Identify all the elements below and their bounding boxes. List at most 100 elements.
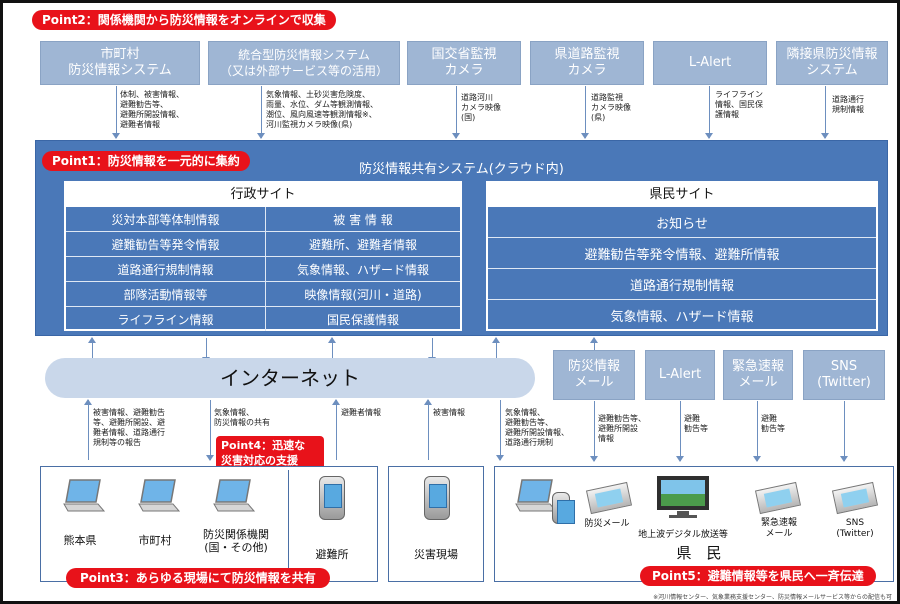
note-lower-1: 被害情報、避難勧告 等、避難所開設、避 難者情報、道路通行 規制等の報告 <box>93 408 165 447</box>
note-neighbor: 道路通行 規制情報 <box>832 95 864 114</box>
arrow-municipal <box>112 86 120 139</box>
site-disaster-scene: 災害現場 <box>414 548 458 561</box>
public-site-panel: 県民サイト お知らせ 避難勧告等発令情報、避難所情報 道路通行規制情報 気象情報… <box>486 181 878 331</box>
note-l-alert: ライフライン 情報、国民保 護情報 <box>715 90 763 119</box>
note-municipal: 体制、被害情報、 避難勧告等、 避難所開設情報、 避難者情報 <box>120 90 184 129</box>
arrow-up-2 <box>328 337 336 362</box>
arrow-lower-4 <box>424 399 432 460</box>
site-agency: 防災関係機関 (国・その他) <box>194 528 278 554</box>
public-row-2: 道路通行規制情報 <box>488 269 876 300</box>
point4-badge: Point4：迅速な 災害対応の支援 <box>216 436 324 470</box>
note-channel-2: 避難 勧告等 <box>684 414 708 433</box>
laptop-icon <box>515 479 558 512</box>
laptop-icon <box>213 479 256 512</box>
point4-line1: Point4：迅速な <box>221 439 306 452</box>
sharing-system-cloud: 防災情報共有システム(クラウド内) 行政サイト 災対本部等体制情報 避難勧告等発… <box>35 140 888 336</box>
point3-badge: Point3：あらゆる現場にて防災情報を共有 <box>66 568 330 588</box>
residents-title: 県 民 <box>676 544 722 562</box>
mobile-phone-icon <box>552 492 575 524</box>
arrow-up-3 <box>492 337 500 362</box>
note-lower-4: 被害情報 <box>433 408 465 417</box>
source-neighbor-line2: システム <box>806 63 858 78</box>
arrow-lower-5 <box>496 400 504 461</box>
source-pref-road-line1: 県道路監視 <box>554 47 620 62</box>
channel-bousai-mail: 防災情報 メール <box>553 350 635 400</box>
resident-bousai-mail: 防災メール <box>584 519 630 529</box>
arrow-neighbor <box>821 86 829 139</box>
site-agency-line1: 防災関係機関 <box>203 528 269 541</box>
arrow-up-1 <box>88 337 96 362</box>
point1-badge: Point1：防災情報を一元的に集約 <box>42 151 250 171</box>
point5-badge: Point5：避難情報等を県民へ一斉伝達 <box>640 566 876 586</box>
channel-bousai-mail-line2: メール <box>574 375 614 390</box>
arrow-pref-road <box>581 86 589 139</box>
channel-l-alert: L-Alert <box>645 350 715 400</box>
admin-left-3: 部隊活動情報等 <box>66 282 265 307</box>
smartphone-icon <box>424 476 450 520</box>
arrow-lower-2 <box>206 400 214 461</box>
admin-right-4: 国民保護情報 <box>326 312 399 327</box>
channel-l-alert-label: L-Alert <box>658 367 702 382</box>
arrow-up-channel <box>590 337 598 350</box>
note-mlit: 道路河川 カメラ映像 (国) <box>461 93 501 122</box>
note-channel-1: 避難勧告等、 避難所開設 情報 <box>598 414 646 443</box>
source-pref-road-line2: カメラ <box>567 63 607 78</box>
source-integrated-line1: 統合型防災情報システム <box>238 48 370 62</box>
resident-emergency-line2: メール <box>765 529 793 539</box>
resident-tv: 地上波デジタル放送等 <box>638 530 728 540</box>
laptop-icon <box>63 479 106 512</box>
source-l-alert-label: L-Alert <box>688 55 732 70</box>
source-integrated-system: 統合型防災情報システム （又は外部サービス等の活用） <box>208 41 400 85</box>
source-mlit-camera: 国交省監視 カメラ <box>407 41 521 85</box>
arrow-channel-2 <box>676 401 684 462</box>
internet-bar: インターネット <box>45 358 535 398</box>
source-municipal-system: 市町村 防災情報システム <box>40 41 200 85</box>
admin-site-panel: 行政サイト 災対本部等体制情報 避難勧告等発令情報 道路通行規制情報 部隊活動情… <box>64 181 462 331</box>
note-lower-3: 避難者情報 <box>341 408 381 417</box>
source-municipal-line2: 防災情報システム <box>68 63 172 78</box>
smartphone-icon <box>319 476 345 520</box>
laptop-icon <box>138 479 181 512</box>
public-row-0: お知らせ <box>488 207 876 238</box>
arrow-l-alert <box>705 86 713 139</box>
channel-sns: SNS (Twitter) <box>803 350 885 400</box>
source-mlit-line1: 国交省監視 <box>431 47 497 62</box>
point2-badge: Point2：関係機関から防災情報をオンラインで収集 <box>32 10 336 30</box>
arrow-mlit <box>452 86 460 139</box>
resident-emergency-mail: 緊急速報 メール <box>744 518 814 540</box>
channel-bousai-mail-line1: 防災情報 <box>567 359 620 374</box>
admin-left-1: 避難勧告等発令情報 <box>66 232 265 257</box>
source-pref-road-camera: 県道路監視 カメラ <box>530 41 644 85</box>
resident-sns-line1: SNS <box>845 518 865 528</box>
source-integrated-line2: （又は外部サービス等の活用） <box>219 64 388 78</box>
site-shelter: 避難所 <box>315 548 349 561</box>
point4-line2: 災害対応の支援 <box>221 454 298 467</box>
admin-right-2: 気象情報、ハザード情報 <box>266 257 460 282</box>
footnote: ※河川情報センター、気象業務支援センター、防災情報メールサービス等からの配信も可 <box>653 594 892 601</box>
admin-left-2: 道路通行規制情報 <box>66 257 265 282</box>
arrow-lower-3 <box>332 399 340 460</box>
source-mlit-line2: カメラ <box>444 63 484 78</box>
public-row-3: 気象情報、ハザード情報 <box>610 310 754 325</box>
resident-sns-line2: (Twitter) <box>836 529 874 539</box>
channel-emergency-mail: 緊急速報 メール <box>723 350 793 400</box>
channel-sns-line2: (Twitter) <box>817 375 871 390</box>
admin-right-1: 避難所、避難者情報 <box>266 232 460 257</box>
source-neighbor-system: 隣接県防災情報 システム <box>776 41 888 85</box>
source-l-alert: L-Alert <box>653 41 767 85</box>
arrow-channel-1 <box>590 401 598 462</box>
source-municipal-line1: 市町村 <box>100 47 140 62</box>
note-pref-road: 道路監視 カメラ映像 (県) <box>591 93 631 122</box>
admin-right-3: 映像情報(河川・道路) <box>266 282 460 307</box>
arrow-lower-1 <box>84 399 92 460</box>
site-agency-line2: (国・その他) <box>204 541 268 554</box>
channel-emergency-mail-line2: メール <box>738 375 778 390</box>
admin-left-0: 災対本部等体制情報 <box>66 207 265 232</box>
note-lower-5: 気象情報、 避難勧告等、 避難所開設情報、 道路通行規制 <box>505 408 569 447</box>
site-kumamoto: 熊本県 <box>63 534 97 547</box>
arrow-channel-3 <box>753 401 761 462</box>
admin-site-header: 行政サイト <box>66 183 460 207</box>
public-row-1: 避難勧告等発令情報、避難所情報 <box>488 238 876 269</box>
admin-right-0: 被 害 情 報 <box>266 207 460 232</box>
